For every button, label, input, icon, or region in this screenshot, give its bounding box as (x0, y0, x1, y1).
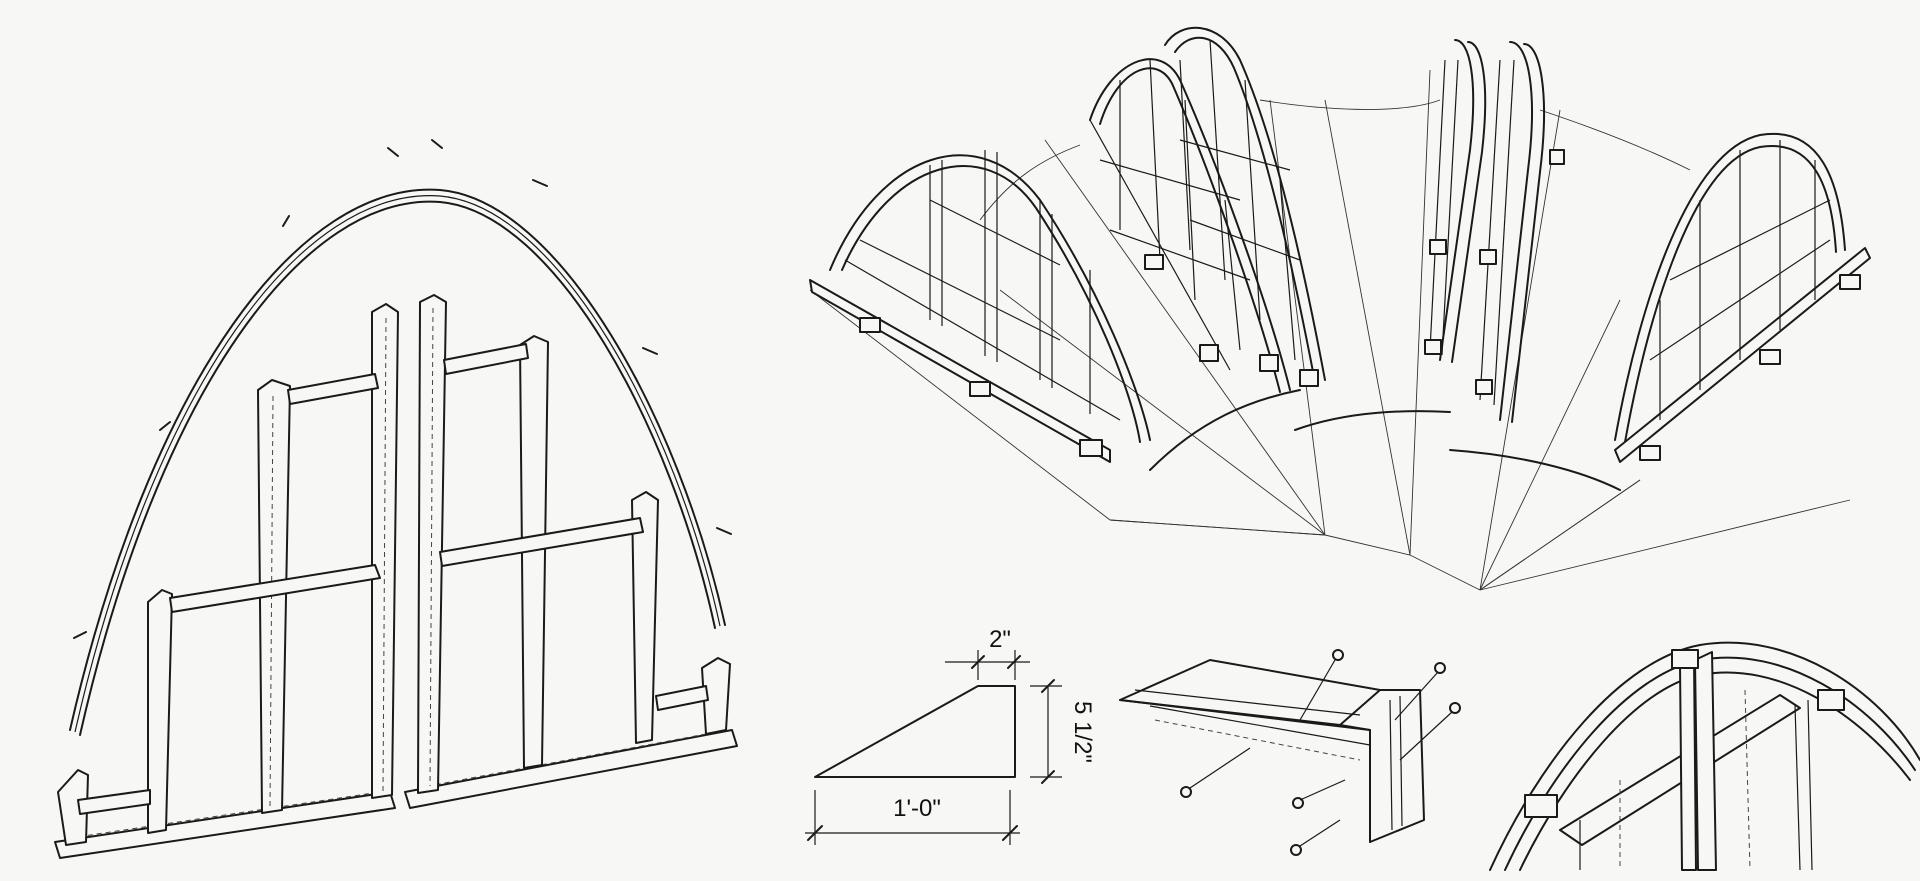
nail-markers (73, 139, 732, 639)
dimension-bottom-label: 1'-0" (893, 795, 941, 822)
arch-frame-edge-right (1475, 41, 1565, 423)
arch-frame-third (1164, 26, 1326, 387)
dimension-top-label: 2" (989, 626, 1011, 653)
assembly-fan-diagram (809, 26, 1871, 591)
bolts (1180, 649, 1461, 856)
right-wall-panel (404, 294, 738, 809)
arch-frame-left (809, 150, 1151, 463)
arch-frame-edge-left (1424, 39, 1487, 363)
fan-guide-lines (809, 69, 1851, 591)
dimension-side-label: 5 1/2" (1069, 701, 1096, 763)
wedge-dimension-drawing: 2" 5 1/2" 1'-0" (805, 626, 1096, 845)
bolted-wedge-block (1119, 649, 1461, 856)
arch-corner-detail (1489, 641, 1920, 871)
exploded-arch-frame (54, 139, 738, 859)
wedge-profile (814, 685, 1016, 778)
arch-frame-right (1614, 132, 1871, 463)
left-wall-panel (54, 303, 399, 859)
arch-frame-second (1089, 58, 1291, 393)
